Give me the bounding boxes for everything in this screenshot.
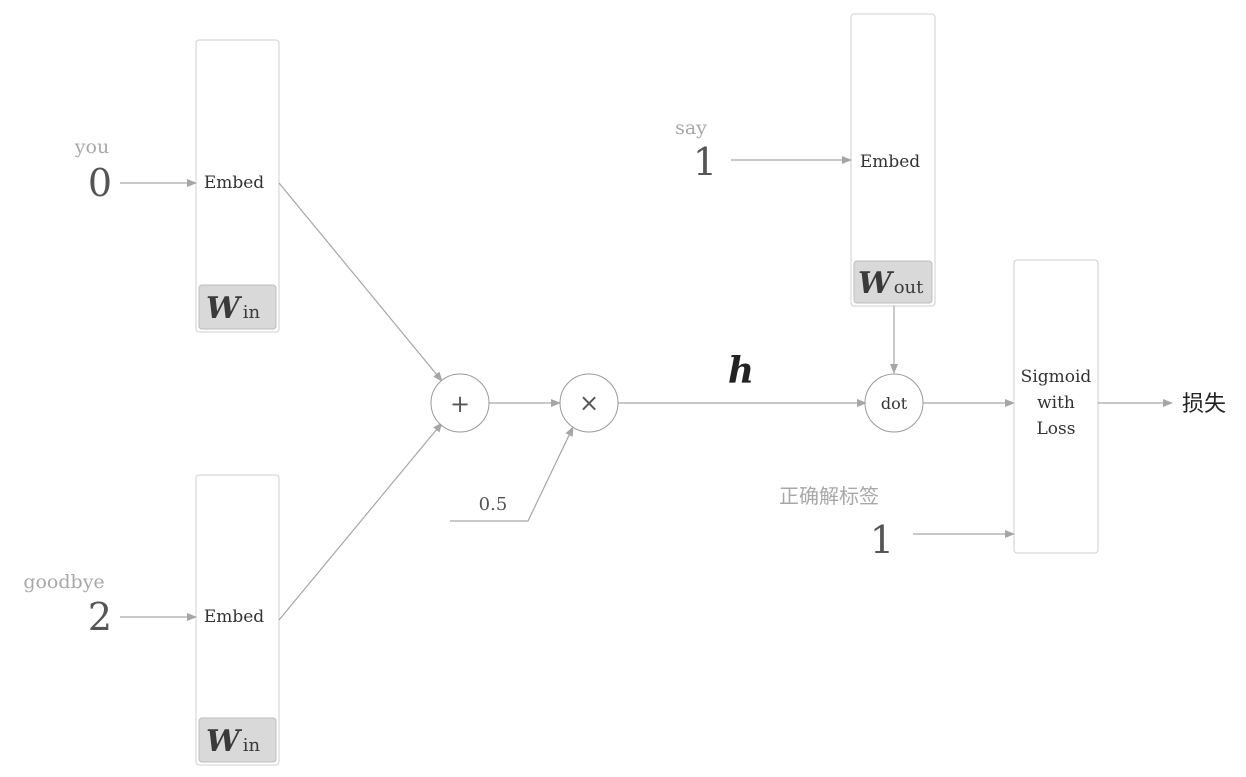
dot-label: dot — [881, 394, 908, 413]
sigmoid-loss-line2: with — [1037, 393, 1075, 413]
input-id-you: 0 — [88, 161, 112, 205]
correct-label-caption: 正确解标签 — [779, 484, 879, 508]
input-id-goodbye: 2 — [88, 595, 112, 639]
edge-embed-you-to-plus — [278, 182, 443, 382]
sigmoid-loss-box — [1013, 259, 1099, 554]
input-id-say: 1 — [693, 140, 717, 184]
input-word-say: say — [675, 117, 707, 139]
plus-symbol: + — [450, 390, 470, 418]
sigmoid-loss-line1: Sigmoid — [1021, 367, 1092, 387]
weight-box-out — [853, 260, 933, 304]
weight-box-in-2 — [198, 717, 277, 763]
correct-label-value: 1 — [870, 518, 894, 562]
embed-label-goodbye: Embed — [204, 607, 264, 627]
sigmoid-loss-line3: Loss — [1037, 419, 1076, 439]
edge-half-to-times — [450, 426, 574, 522]
input-word-you: you — [74, 136, 109, 158]
loss-output-label: 损失 — [1182, 392, 1226, 417]
times-symbol: × — [579, 389, 599, 417]
hidden-h-label: h — [728, 350, 754, 392]
weight-box-in-1 — [198, 284, 277, 330]
edge-embed-goodbye-to-plus — [278, 422, 443, 621]
half-constant-label: 0.5 — [479, 494, 508, 515]
embed-label-you: Embed — [204, 173, 264, 193]
embed-label-say: Embed — [860, 152, 920, 172]
input-word-goodbye: goodbye — [23, 571, 104, 593]
